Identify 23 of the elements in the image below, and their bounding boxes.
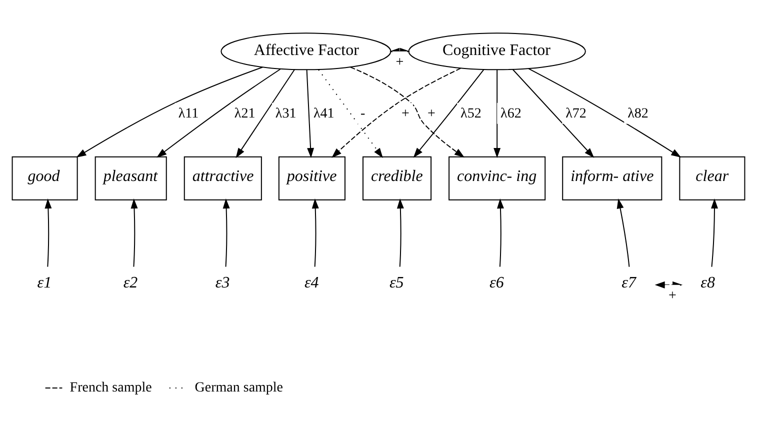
node-text: ε6 (490, 274, 504, 292)
edge-label: λ72 (566, 106, 586, 122)
node-text: ε1 (37, 274, 52, 292)
node-text: ε3 (215, 274, 230, 292)
edge-label: - (360, 106, 366, 122)
legend-label: French sample (70, 380, 152, 396)
edge-label: λ31 (275, 106, 296, 122)
edge-label: λ11 (178, 106, 199, 122)
node-text: ε5 (390, 274, 404, 292)
legend-label: German sample (194, 380, 284, 396)
node-text: ε7 (622, 274, 636, 292)
node-text: ε4 (304, 274, 319, 292)
edge-label: + (402, 106, 410, 122)
edge-label: λ62 (500, 106, 522, 122)
node-text: ε2 (123, 274, 138, 292)
edge-label: λ21 (234, 106, 256, 122)
edge-label: λ41 (313, 106, 334, 122)
edge-label: λ82 (628, 106, 648, 122)
edge-label: + (428, 106, 436, 122)
edge-label: + (668, 288, 676, 304)
node-text: ε8 (700, 274, 716, 292)
edge-label: + (396, 54, 404, 70)
edge-label: λ52 (460, 106, 482, 122)
